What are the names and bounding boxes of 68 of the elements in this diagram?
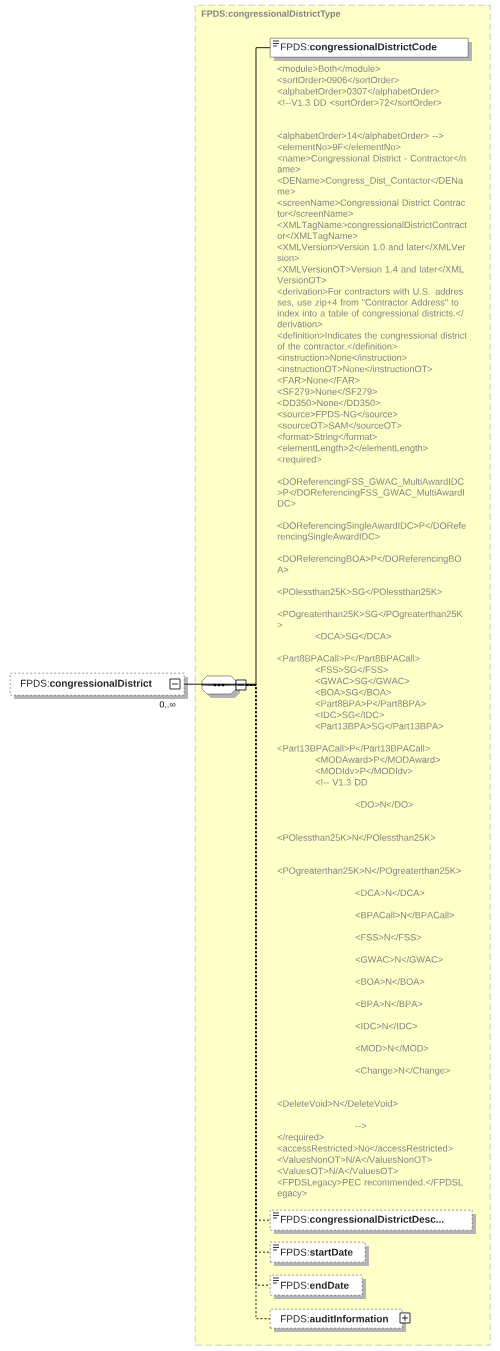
annotation-line: <SF279>None</SF279>	[277, 388, 377, 395]
annotation-line: <FSS>SG</FSS>	[315, 666, 388, 673]
annotation-line: <POlessthan25K>N</POlessthan25K>	[277, 834, 436, 841]
annotation-line: <Change>N</Change>	[355, 1066, 450, 1076]
annotation-line: <elementNo>9F</elementNo>	[277, 143, 401, 151]
annotation-line: <ValuesOT>N/A</ValuesOT>	[277, 1167, 398, 1175]
annotation-line: <POgreaterthan25K>SG</POgreaterthan25K>	[277, 610, 463, 628]
annotation-line: <XMLTagName>congressionalDistrictContractor</XMLTagName>	[277, 221, 467, 241]
annotation-line: <sourceOT>SAM</sourceOT>	[277, 421, 402, 429]
annotation-line: <required>	[277, 455, 322, 465]
annotation-line: <IDC>SG</IDC>	[315, 711, 384, 719]
annotation-line: <MODAward>P</MODAward>	[315, 756, 440, 763]
annotation-line: <DD350>None</DD350>	[277, 399, 381, 407]
annotation-line: <sortOrder>0906</sortOrder>	[277, 76, 399, 84]
annotation-line: <MOD>N</MOD>	[355, 1044, 429, 1052]
connector-line	[245, 47, 271, 686]
element-box: FPDS:endDate	[270, 1275, 366, 1299]
annotation-line: </required>	[277, 1133, 324, 1143]
annotation-line: <accessRestricted>No</accessRestricted>	[277, 1144, 453, 1152]
annotation-line: <BOA>SG</BOA>	[315, 688, 391, 696]
annotation-line: <DOReferencingBOA>P</DOReferencingBOA>	[277, 555, 462, 573]
annotation-line: <Part13BPA>SG</Part13BPA>	[315, 722, 444, 730]
annotation-line: <elementLength>2</elementLength>	[277, 444, 428, 454]
annotation-line: <Part13BPACall>P</Part13BPACall>	[277, 744, 430, 752]
annotation-line: <Part8BPA>P</Part8BPA>	[315, 700, 426, 707]
annotation-line: <!-- V1.3 DD	[315, 779, 368, 786]
annotation-line: <DOReferencingSingleAwardIDC>P</DOReferencingSingleAwardIDC>	[277, 522, 466, 542]
annotation-line: <POgreaterthan25K>N</POgreaterthan25K>	[277, 867, 461, 876]
annotation-line: <module>Both</module>	[277, 65, 381, 72]
annotation-line: <FAR>None</FAR>	[277, 376, 360, 384]
annotation-line: <XMLVersion>Version 1.0 and later</XMLVersion>	[277, 243, 466, 262]
annotation-line: <source>FPDS-NG</source>	[277, 410, 398, 418]
element-box: FPDS:congressionalDistrict	[10, 673, 188, 699]
annotation-line: <alphabetOrder>14</alphabetOrder> -->	[277, 132, 444, 141]
annotation-line: <DCA>N</DCA>	[355, 889, 425, 897]
annotation-line: <DOReferencingFSS_GWAC_MultiAwardIDC>P</DOReferencingFSS_GWAC_MultiAwardIDC>	[277, 478, 464, 507]
annotation-line: <definition>Indicates the congressional district of the contractor.</definition>	[277, 331, 467, 350]
element-box: FPDS:congressionalDistrictCode	[270, 38, 472, 61]
annotation-line: <GWAC>N</GWAC>	[355, 955, 443, 963]
annotation-line: <screenName>Congressional District Contractor</screenName>	[277, 199, 466, 217]
annotation-line: <FPDSLegacy>PEC recommended.</FPDSLegacy>	[277, 1178, 463, 1199]
sequence-symbol	[201, 675, 247, 698]
annotation-line: <DEName>Congress_Dist_Contactor</DEName>	[277, 176, 464, 195]
annotation-line: <ValuesNonOT>N/A</ValuesNonOT>	[277, 1156, 432, 1163]
annotation-line: <BPA>N</BPA>	[355, 1000, 423, 1008]
annotation-line: <IDC>N</IDC>	[355, 1022, 418, 1030]
annotation-line: <MODIdv>P</MODIdv>	[315, 767, 413, 775]
annotation-line: <alphabetOrder>0307</alphabetOrder>	[277, 87, 439, 97]
annotation-line: <BPACall>N</BPACall>	[355, 911, 454, 919]
element-box: FPDS:congressionalDistrictDesc...	[270, 1210, 476, 1234]
annotation-line: <derivation>For contractors with U.S. addresses, use zip+4 from "Contractor Address" to index into a table of congressional districts.</derivation>	[277, 287, 464, 328]
element-box: FPDS:startDate	[270, 1242, 369, 1266]
annotation-line: <!--V1.3 DD <sortOrder>72</sortOrder>	[277, 99, 442, 106]
annotation-line: <GWAC>SG</GWAC>	[315, 677, 410, 685]
annotation-line: -->	[355, 1123, 367, 1129]
annotation-line: <DO>N</DO>	[355, 800, 414, 808]
annotation-line: <FSS>N</FSS>	[355, 933, 422, 941]
annotation-line: <POlessthan25K>SG</POlessthan25K>	[277, 588, 442, 595]
annotation-line: <format>String</format>	[277, 433, 377, 442]
annotation-line: <Part8BPACall>P</Part8BPACall>	[277, 654, 420, 662]
annotation-line: <instruction>None</instruction>	[277, 354, 407, 361]
annotation-line: <name>Congressional District - Contractor</name>	[277, 154, 466, 173]
occurrence-label: 0..∞	[159, 701, 176, 708]
annotation-line: <BOA>N</BOA>	[355, 978, 425, 985]
annotation-line: <DeleteVoid>N</DeleteVoid>	[277, 1100, 398, 1107]
annotation-line: <XMLVersionOT>Version 1.4 and later</XMLVersionOT>	[277, 265, 464, 284]
annotation-line: <instructionOT>None</instructionOT>	[277, 365, 433, 373]
annotation-line: <DCA>SG</DCA>	[315, 632, 391, 640]
